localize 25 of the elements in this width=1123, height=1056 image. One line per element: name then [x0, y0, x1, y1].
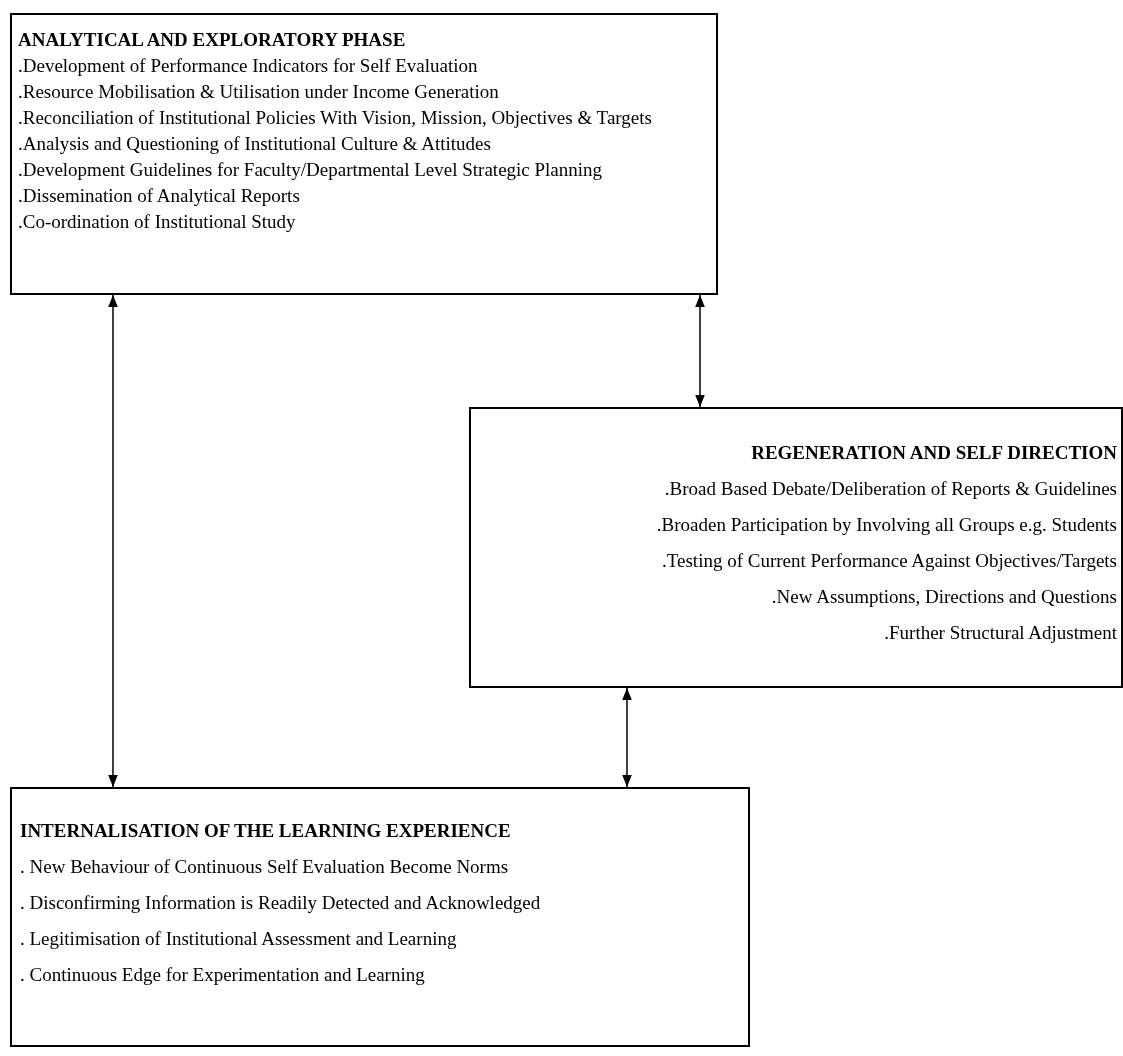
- phase-heading: REGENERATION AND SELF DIRECTION: [750, 441, 1117, 465]
- double-arrow: [695, 294, 705, 408]
- double-arrow: [108, 294, 118, 788]
- bullet-item: .Further Structural Adjustment: [883, 621, 1117, 645]
- bullet-item: .New Assumptions, Directions and Questions: [770, 585, 1117, 609]
- phase-heading: ANALYTICAL AND EXPLORATORY PHASE: [18, 28, 407, 52]
- bullet-item: .Testing of Current Performance Against Objectives/Targets: [661, 549, 1117, 573]
- phase-box: [469, 407, 1123, 688]
- bullet-item: . Disconfirming Information is Readily Detected and Acknowledged: [20, 891, 542, 915]
- bullet-item: .Dissemination of Analytical Reports: [18, 184, 301, 208]
- bullet-item: .Broaden Participation by Involving all Groups e.g. Students: [655, 513, 1117, 537]
- bullet-item: .Broad Based Debate/Deliberation of Reports & Guidelines: [663, 477, 1117, 501]
- bullet-item: .Co-ordination of Institutional Study: [18, 210, 297, 234]
- phase-box: [10, 13, 718, 295]
- bullet-item: .Analysis and Questioning of Institutional Culture & Attitudes: [18, 132, 492, 156]
- bullet-item: .Reconciliation of Institutional Policies With Vision, Mission, Objectives & Targets: [18, 106, 653, 130]
- bullet-item: .Resource Mobilisation & Utilisation under Income Generation: [18, 80, 500, 104]
- bullet-item: . Legitimisation of Institutional Assessment and Learning: [20, 927, 458, 951]
- bullet-item: . New Behaviour of Continuous Self Evaluation Become Norms: [20, 855, 510, 879]
- double-arrow: [622, 687, 632, 788]
- bullet-item: . Continuous Edge for Experimentation and Learning: [20, 963, 426, 987]
- phase-heading: INTERNALISATION OF THE LEARNING EXPERIENCE: [20, 819, 512, 843]
- bullet-item: .Development of Performance Indicators for Self Evaluation: [18, 54, 479, 78]
- phase-box: [10, 787, 750, 1047]
- bullet-item: .Development Guidelines for Faculty/Departmental Level Strategic Planning: [18, 158, 604, 182]
